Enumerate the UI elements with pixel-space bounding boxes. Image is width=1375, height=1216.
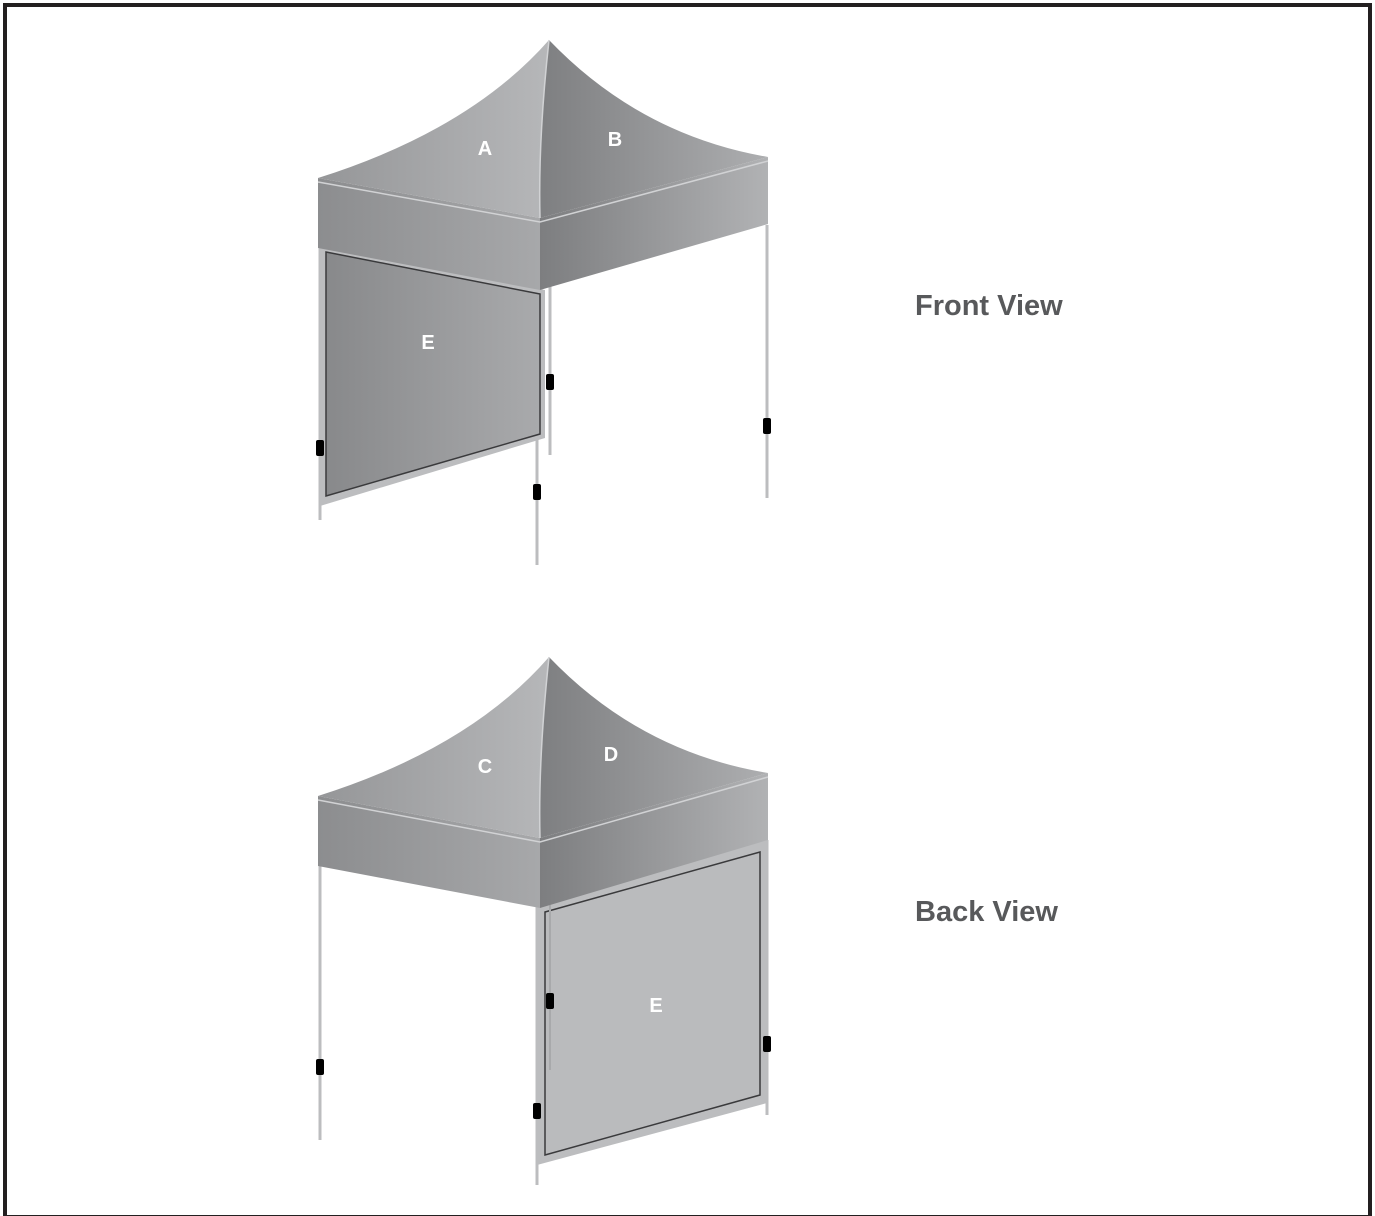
- back-valance-left: [318, 796, 540, 908]
- back-roof-panel-d: [539, 657, 768, 838]
- back-valance-right: [540, 773, 768, 908]
- front-view-title: Front View: [915, 290, 1063, 322]
- front-valance-left: [318, 178, 540, 290]
- front-valance-right: [540, 157, 768, 290]
- front-foot-block: [546, 374, 554, 390]
- front-foot-block: [763, 418, 771, 434]
- back-valance-seam: [317, 776, 769, 843]
- back-foot-block: [316, 1059, 324, 1075]
- front-foot-block: [533, 484, 541, 500]
- panel-label-e: E: [421, 332, 434, 354]
- back-wall-e-inner: [544, 851, 761, 1156]
- front-view-tent: A B E: [316, 39, 771, 565]
- front-sidewall-e-inner: [325, 251, 541, 497]
- back-view-title: Back View: [915, 896, 1058, 928]
- panel-label-b: B: [608, 129, 622, 151]
- back-foot-block: [546, 993, 554, 1009]
- back-foot-block: [763, 1036, 771, 1052]
- front-foot-block: [316, 440, 324, 456]
- front-roof-panel-a: [318, 40, 549, 218]
- front-roof-panel-b: [539, 40, 768, 218]
- panel-label-e: E: [649, 995, 662, 1017]
- back-roof-ridge: [538, 656, 550, 839]
- back-view-tent: C D E: [316, 656, 771, 1185]
- back-roof-panel-c: [318, 657, 549, 838]
- front-valance-seam: [317, 160, 769, 223]
- panel-label-d: D: [604, 744, 618, 766]
- panel-label-a: A: [478, 138, 492, 160]
- panel-label-c: C: [478, 756, 492, 778]
- back-foot-block: [533, 1103, 541, 1119]
- front-roof-ridge: [538, 39, 550, 219]
- diagram-frame: [3, 3, 1372, 1216]
